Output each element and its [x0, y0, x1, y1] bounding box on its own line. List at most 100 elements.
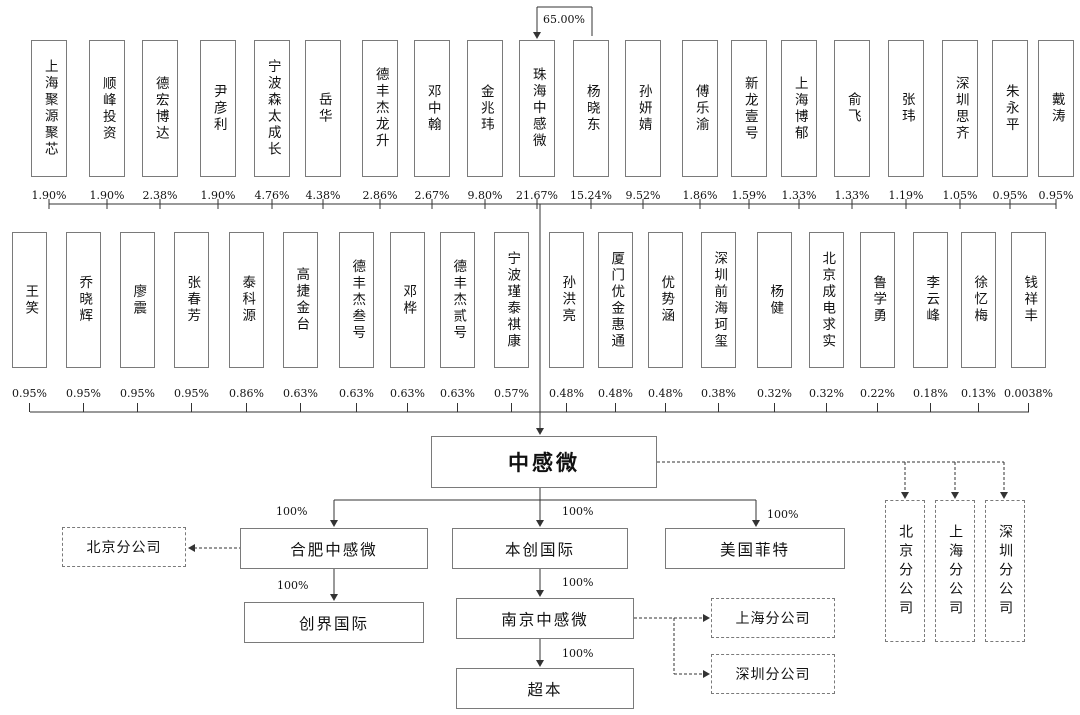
- shareholder-box: 宁波森太成长: [254, 40, 290, 177]
- shareholder-box: 鲁学勇: [860, 232, 895, 368]
- beijing-branch-box: 北京分公司: [885, 500, 925, 642]
- shareholder-name: 德宏博达: [152, 75, 169, 142]
- shareholder-name: 新龙壹号: [741, 75, 758, 142]
- shareholder-name: 厦门优金惠通: [608, 250, 625, 350]
- shareholder-percentage: 0.63%: [339, 387, 374, 400]
- chaoben-arrow: [536, 660, 544, 667]
- nanjing-box: 南京中感微: [456, 598, 634, 639]
- shareholder-name: 深圳前海珂玺: [711, 250, 728, 350]
- shareholder-box: 德丰杰龙升: [362, 40, 398, 177]
- shareholder-name: 宁波瑾泰祺康: [504, 250, 521, 350]
- beijing-branch-hefei-label: 北京分公司: [86, 540, 162, 556]
- shareholder-percentage: 1.19%: [888, 189, 924, 202]
- shareholder-box: 上海博郁: [781, 40, 817, 177]
- control-arrow: [533, 32, 541, 39]
- shareholder-percentage: 1.86%: [682, 189, 718, 202]
- shareholder-name: 张玮: [898, 92, 915, 125]
- shareholder-box: 廖震: [120, 232, 155, 368]
- shenzhen-branch-nanjing-box: 深圳分公司: [711, 654, 835, 694]
- shareholder-name: 上海博郁: [791, 75, 808, 142]
- shareholder-percentage: 4.76%: [254, 189, 290, 202]
- hefei-box: 合肥中感微: [240, 528, 428, 569]
- shareholder-name: 上海聚源聚芯: [41, 59, 58, 158]
- shanghai-branch-nanjing-label: 上海分公司: [735, 611, 811, 627]
- shareholder-box: 邓桦: [390, 232, 425, 368]
- shareholder-percentage: 1.33%: [781, 189, 817, 202]
- shareholder-percentage: 0.86%: [229, 387, 264, 400]
- center-company-box: 中感微: [431, 436, 657, 488]
- shareholder-box: 徐忆梅: [961, 232, 996, 368]
- beijing-branch-arrow: [188, 544, 195, 552]
- shareholder-box: 深圳前海珂玺: [701, 232, 736, 368]
- shareholder-name: 傅乐渝: [692, 83, 709, 134]
- shareholder-percentage: 0.48%: [549, 387, 584, 400]
- shareholder-name: 廖震: [130, 283, 147, 317]
- shareholder-percentage: 0.95%: [66, 387, 101, 400]
- shareholder-box: 顺峰投资: [89, 40, 125, 177]
- shareholder-box: 北京成电求实: [809, 232, 844, 368]
- shareholder-name: 德丰杰贰号: [450, 258, 467, 342]
- shareholder-percentage: 9.52%: [625, 189, 661, 202]
- shareholder-name: 李云峰: [923, 275, 940, 325]
- shareholder-box: 德宏博达: [142, 40, 178, 177]
- shareholder-percentage: 0.57%: [494, 387, 529, 400]
- shareholder-box: 俞飞: [834, 40, 870, 177]
- shareholder-box: 李云峰: [913, 232, 948, 368]
- shareholder-percentage: 0.0038%: [1004, 387, 1053, 400]
- shareholder-name: 杨晓东: [583, 83, 600, 134]
- shareholder-name: 徐忆梅: [971, 275, 988, 325]
- shareholder-name: 泰科源: [239, 275, 256, 325]
- center-arrow: [536, 428, 544, 435]
- shenzhen-branch-nanjing-label: 深圳分公司: [735, 667, 811, 683]
- shareholder-percentage: 1.33%: [834, 189, 870, 202]
- shareholder-percentage: 0.32%: [809, 387, 844, 400]
- shareholder-percentage: 9.80%: [467, 189, 503, 202]
- shareholder-name: 优势涵: [658, 275, 675, 325]
- shareholder-box: 杨健: [757, 232, 792, 368]
- shareholder-percentage: 2.38%: [142, 189, 178, 202]
- shanghai-branch-arrow: [703, 614, 710, 622]
- shareholder-name: 邓桦: [400, 283, 417, 317]
- shareholder-box: 乔晓辉: [66, 232, 101, 368]
- shareholder-box: 高捷金台: [283, 232, 318, 368]
- nanjing-label: 南京中感微: [501, 610, 589, 629]
- shareholder-percentage: 15.24%: [570, 189, 612, 202]
- shareholder-percentage: 0.38%: [701, 387, 736, 400]
- shareholder-name: 朱永平: [1002, 83, 1019, 134]
- hefei-percentage: 100%: [276, 505, 308, 518]
- shareholder-name: 孙洪亮: [559, 275, 576, 325]
- usa-percentage: 100%: [767, 508, 799, 521]
- shareholder-name: 北京成电求实: [819, 250, 836, 350]
- shareholder-box: 泰科源: [229, 232, 264, 368]
- shareholder-box: 岳华: [305, 40, 341, 177]
- shareholder-percentage: 4.38%: [305, 189, 341, 202]
- shareholder-percentage: 0.63%: [390, 387, 425, 400]
- shareholder-box: 邓中翰: [414, 40, 450, 177]
- shareholder-percentage: 0.22%: [860, 387, 895, 400]
- shareholder-box: 尹彦利: [200, 40, 236, 177]
- benchuang-label: 本创国际: [504, 540, 575, 559]
- shareholder-name: 深圳思齐: [952, 75, 969, 142]
- chuangjie-percentage: 100%: [277, 579, 309, 592]
- shanghai-branch-label: 上海分公司: [947, 523, 964, 619]
- chuangjie-box: 创界国际: [244, 602, 424, 643]
- shareholder-box: 优势涵: [648, 232, 683, 368]
- shareholder-box: 傅乐渝: [682, 40, 718, 177]
- shareholder-percentage: 0.18%: [913, 387, 948, 400]
- shareholder-box: 宁波瑾泰祺康: [494, 232, 529, 368]
- shareholder-box: 新龙壹号: [731, 40, 767, 177]
- shanghai-branch-nanjing-box: 上海分公司: [711, 598, 835, 638]
- shareholder-percentage: 0.95%: [1038, 189, 1074, 202]
- shareholder-box: 戴涛: [1038, 40, 1074, 177]
- shareholder-percentage: 1.90%: [31, 189, 67, 202]
- shenzhen-branch-label: 深圳分公司: [997, 523, 1014, 619]
- shareholder-box: 张玮: [888, 40, 924, 177]
- control-percentage: 65.00%: [543, 13, 585, 26]
- nanjing-arrow: [536, 590, 544, 597]
- chaoben-box: 超本: [456, 668, 634, 709]
- shareholder-name: 德丰杰叁号: [349, 258, 366, 342]
- shareholder-percentage: 0.48%: [648, 387, 683, 400]
- shareholder-name: 邓中翰: [424, 83, 441, 134]
- shareholder-box: 金兆玮: [467, 40, 503, 177]
- shareholder-percentage: 1.59%: [731, 189, 767, 202]
